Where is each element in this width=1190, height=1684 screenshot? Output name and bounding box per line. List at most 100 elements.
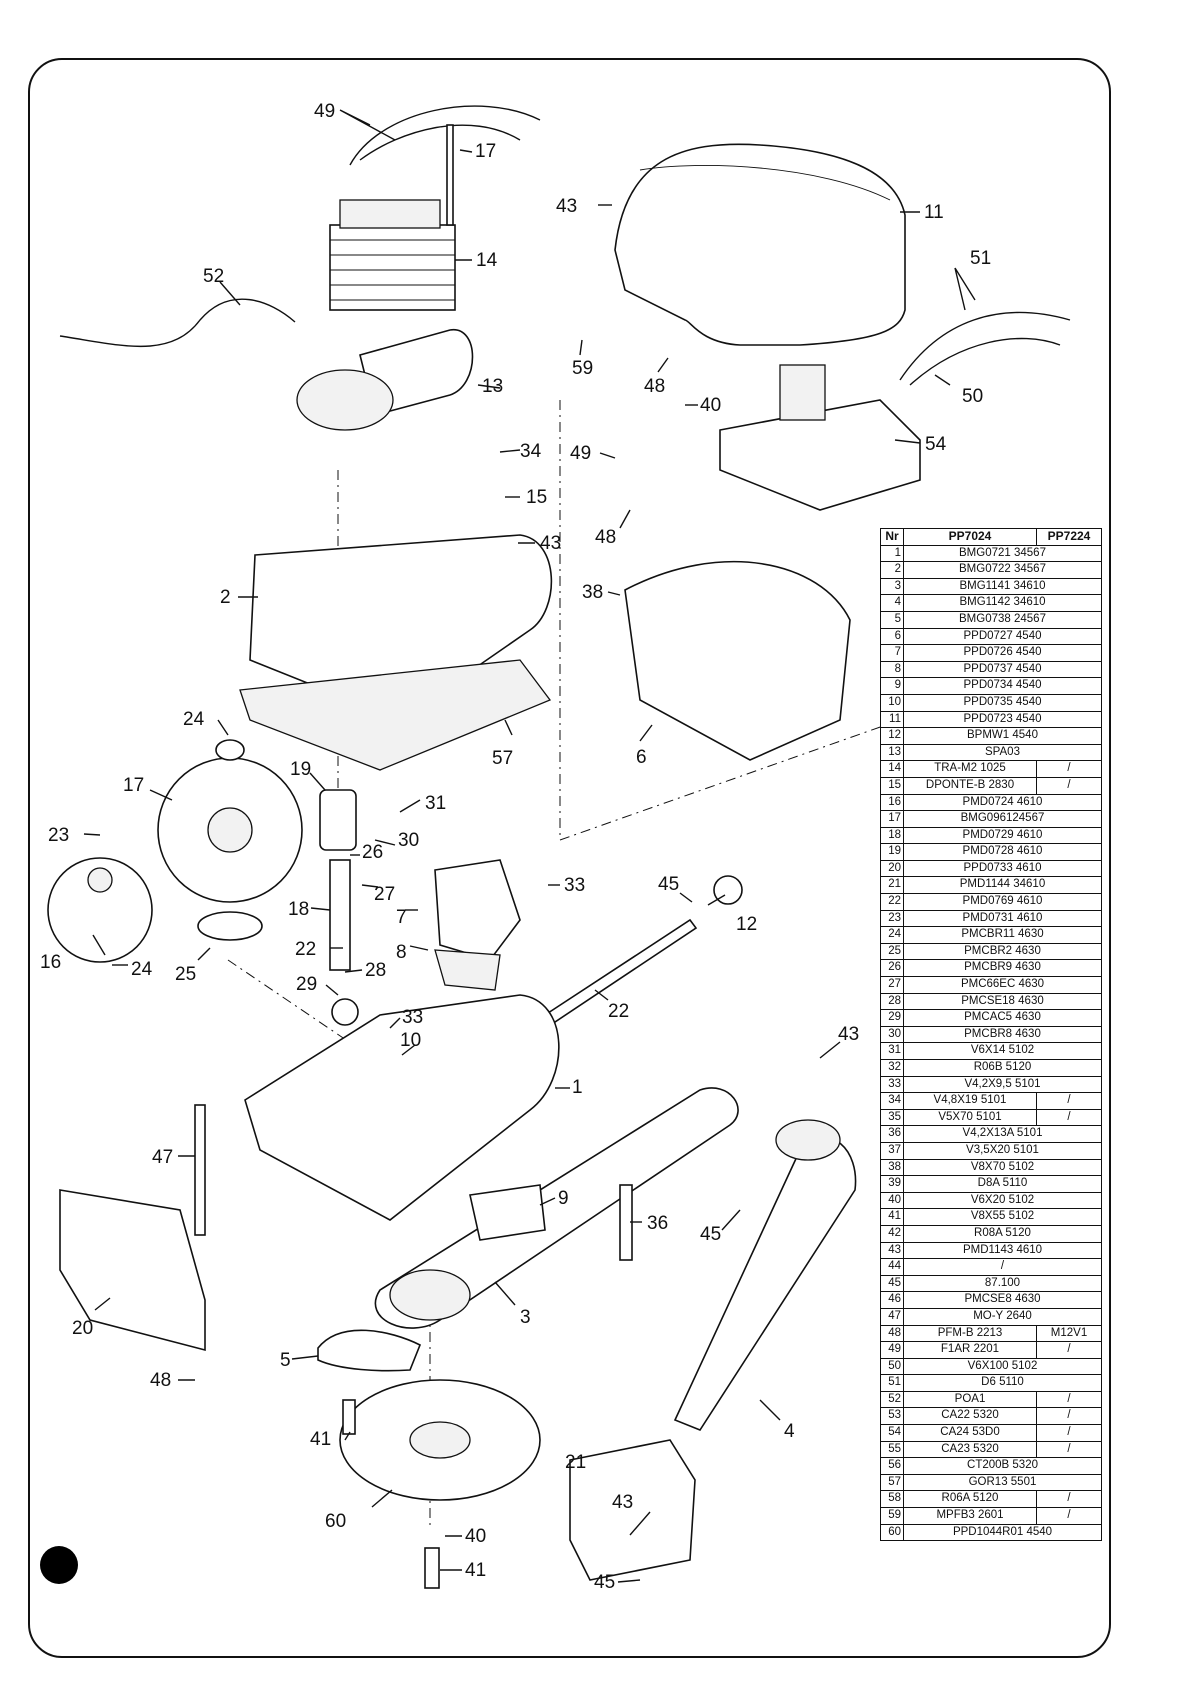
callout-label: 24 [131, 959, 153, 980]
part-number-cell: 40 [880, 1191, 904, 1210]
part-number-cell: 59 [880, 1507, 904, 1525]
callout-label: 48 [595, 527, 616, 548]
pp7024-code-cell: V6X20 5102 [903, 1191, 1102, 1210]
pp7224-code-cell: / [1036, 760, 1102, 778]
pp7024-code-cell: CA22 5320 [903, 1407, 1037, 1426]
pp7224-code-cell: / [1036, 1507, 1102, 1525]
pp7024-code-cell: PPD0727 4540 [903, 627, 1102, 646]
part-number-cell: 8 [880, 660, 904, 679]
cable-part-56 [59, 298, 296, 347]
callout-label: 49 [570, 443, 591, 464]
part-number-cell: 3 [880, 577, 904, 596]
pp7024-code-cell: BMG1141 34610 [903, 577, 1102, 596]
part-number-cell: 35 [880, 1108, 904, 1127]
callout-label: 48 [150, 1370, 171, 1391]
pp7024-code-cell: F1AR 2201 [903, 1341, 1037, 1359]
callout-label: 6 [636, 747, 647, 768]
pp7024-code-cell: MO-Y 2640 [903, 1307, 1102, 1326]
pp7024-code-cell: PMCBR11 4630 [903, 926, 1102, 944]
part-number-cell: 60 [880, 1523, 904, 1542]
part-number-cell: 45 [880, 1274, 904, 1293]
callout-label: 20 [72, 1318, 93, 1339]
callout-label: 9 [558, 1188, 569, 1209]
part-number-cell: 7 [880, 644, 904, 662]
pp7024-code-cell: PMCBR8 4630 [903, 1025, 1102, 1044]
part-number-cell: 15 [880, 776, 904, 795]
pp7024-code-cell: BMG0722 34567 [903, 561, 1102, 579]
callout-label: 22 [295, 939, 316, 960]
cable-part-53 [349, 105, 541, 166]
pp7024-code-cell: PMCAC5 4630 [903, 1009, 1102, 1027]
pp7024-code-cell: PMCBR9 4630 [903, 959, 1102, 978]
part-number-cell: 29 [880, 1009, 904, 1027]
pp7024-code-cell: CA23 5320 [903, 1440, 1037, 1459]
callout-label: 47 [152, 1147, 173, 1168]
callout-label: 54 [925, 434, 947, 455]
pp7024-code-cell: V3,5X20 5101 [903, 1141, 1102, 1160]
part-number-cell: 26 [880, 959, 904, 978]
callout-label: 40 [700, 395, 721, 416]
pp7024-code-cell: BMG0721 34567 [903, 544, 1102, 563]
pp7024-code-cell: PMD0728 4610 [903, 843, 1102, 861]
part-number-cell: 21 [880, 876, 904, 895]
part-number-cell: 56 [880, 1457, 904, 1475]
part-number-cell: 57 [880, 1473, 904, 1492]
part-number-cell: 19 [880, 843, 904, 861]
bracket-part-7 [434, 859, 521, 961]
bearing-part-30 [331, 998, 359, 1026]
pp7224-code-cell: / [1036, 776, 1102, 795]
pp7024-code-cell: V4,2X9,5 5101 [903, 1075, 1102, 1094]
pp7024-code-cell: PPD0735 4540 [903, 693, 1102, 712]
callout-label: 15 [526, 487, 547, 508]
callout-label: 34 [520, 441, 542, 462]
screw-part-50 [194, 1104, 206, 1236]
callout-label: 1 [572, 1077, 583, 1098]
callout-label: 50 [962, 386, 983, 407]
callout-label: 43 [612, 1492, 633, 1513]
pp7024-code-cell: BMG1142 34610 [903, 594, 1102, 612]
pp7224-code-cell: / [1036, 1440, 1102, 1459]
axis-cover [559, 400, 901, 841]
callout-label: 17 [475, 141, 496, 162]
part-number-cell: 25 [880, 942, 904, 961]
callout-label: 16 [40, 952, 61, 973]
callout-label: 30 [398, 830, 419, 851]
part-number-cell: 41 [880, 1208, 904, 1226]
gear-hub-17 [207, 807, 253, 853]
part-number-cell: 47 [880, 1307, 904, 1326]
board-housing-part-6 [624, 560, 851, 761]
pp7024-code-cell: CT200B 5320 [903, 1457, 1102, 1475]
pp7224-code-cell: / [1036, 1092, 1102, 1110]
part-number-cell: 52 [880, 1390, 904, 1409]
arm-hub-4 [775, 1119, 841, 1161]
part-number-cell: 27 [880, 976, 904, 994]
part-number-cell: 53 [880, 1407, 904, 1426]
pp7024-code-cell: PFM-B 2213 [903, 1324, 1037, 1343]
callout-label: 3 [520, 1307, 531, 1328]
part-number-cell: 18 [880, 826, 904, 845]
part-number-cell: 16 [880, 793, 904, 812]
pp7024-code-cell: GOR13 5501 [903, 1473, 1102, 1492]
pp7224-code-cell: / [1036, 1490, 1102, 1509]
